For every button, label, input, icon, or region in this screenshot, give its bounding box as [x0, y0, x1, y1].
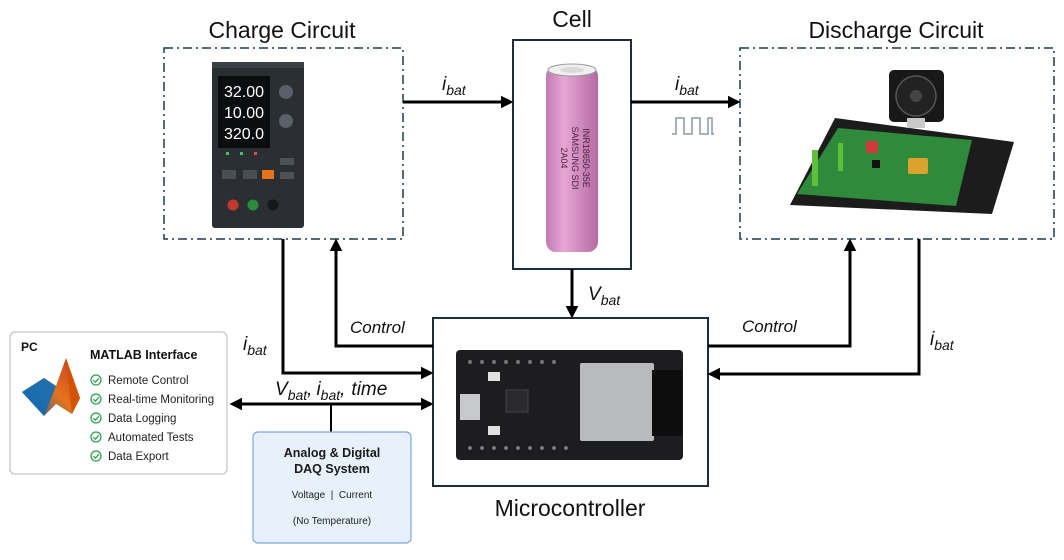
- cell-print-line-2: SAMSUNG SDI: [570, 126, 580, 189]
- discharge-circuit-title: Discharge Circuit: [808, 17, 984, 43]
- pc-list-item: Remote Control: [90, 374, 189, 387]
- signal-bus-label: Vbat,ibat,time: [275, 379, 387, 403]
- psu-display-voltage: 32.00: [224, 84, 264, 101]
- discharge-circuit-box: [739, 47, 1055, 240]
- check-mark-icon: [92, 434, 100, 441]
- arrow-micro-control-to-charge: [329, 238, 433, 348]
- check-circle-icon: [90, 431, 102, 443]
- pc-item-label: Automated Tests: [108, 432, 194, 444]
- cell-print-line-3: 2A04: [559, 147, 569, 168]
- check-mark-icon: [92, 377, 100, 384]
- control-label-left: Control: [350, 318, 406, 337]
- daq-title-line1: Analog & Digital: [284, 446, 381, 460]
- pulse-waveform-icon: [672, 117, 714, 135]
- microcontroller-title: Microcontroller: [495, 495, 646, 521]
- pc-item-label: Data Export: [108, 451, 170, 463]
- arrow-discharge-ibat-to-micro: [707, 239, 921, 381]
- pc-label: PC: [21, 340, 38, 354]
- pc-item-label: Data Logging: [108, 413, 176, 425]
- power-supply-image: 32.00 10.00 320.0: [212, 62, 304, 228]
- daq-box: [252, 431, 412, 544]
- battery-cell-image: INR18650-35E SAMSUNG SDI 2A04: [546, 63, 598, 252]
- arrow-charge-ibat-to-micro: [281, 239, 434, 380]
- pc-heading: MATLAB Interface: [90, 348, 197, 362]
- signal-ibat-right: ibat: [930, 329, 955, 353]
- pc-item-label: Remote Control: [108, 375, 189, 387]
- check-mark-icon: [92, 415, 100, 422]
- cell-print-line-1: INR18650-35E: [581, 128, 591, 188]
- signal-ibat-left: ibat: [243, 334, 268, 358]
- microcontroller-board-image: [456, 350, 683, 460]
- signal-ibat-top-right: ibat: [675, 74, 700, 98]
- psu-display-current: 10.00: [224, 105, 264, 122]
- check-circle-icon: [90, 412, 102, 424]
- check-mark-icon: [92, 453, 100, 460]
- pc-item-label: Real-time Monitoring: [108, 394, 214, 406]
- psu-display-power: 320.0: [224, 126, 264, 143]
- check-circle-icon: [90, 450, 102, 462]
- check-circle-icon: [90, 374, 102, 386]
- signal-vbat: Vbat: [588, 284, 621, 308]
- check-mark-icon: [92, 396, 100, 403]
- cell-title: Cell: [552, 6, 592, 32]
- charge-circuit-box: [163, 47, 404, 240]
- charge-circuit-title: Charge Circuit: [209, 17, 357, 43]
- signal-ibat-top-left: ibat: [442, 74, 467, 98]
- arrow-micro-control-to-discharge: [708, 238, 857, 348]
- check-circle-icon: [90, 393, 102, 405]
- matlab-logo-icon: [22, 358, 80, 416]
- pc-list-item: Real-time Monitoring: [90, 393, 214, 406]
- daq-measurements: Voltage | Current: [292, 490, 373, 501]
- control-label-right: Control: [742, 317, 798, 336]
- pc-list-item: Data Logging: [90, 412, 176, 425]
- daq-note: (No Temperature): [293, 516, 371, 527]
- pc-list-item: Data Export: [90, 450, 170, 463]
- discharge-board-image: [790, 70, 1014, 214]
- daq-title-line2: DAQ System: [294, 462, 370, 476]
- pc-list-item: Automated Tests: [90, 431, 194, 444]
